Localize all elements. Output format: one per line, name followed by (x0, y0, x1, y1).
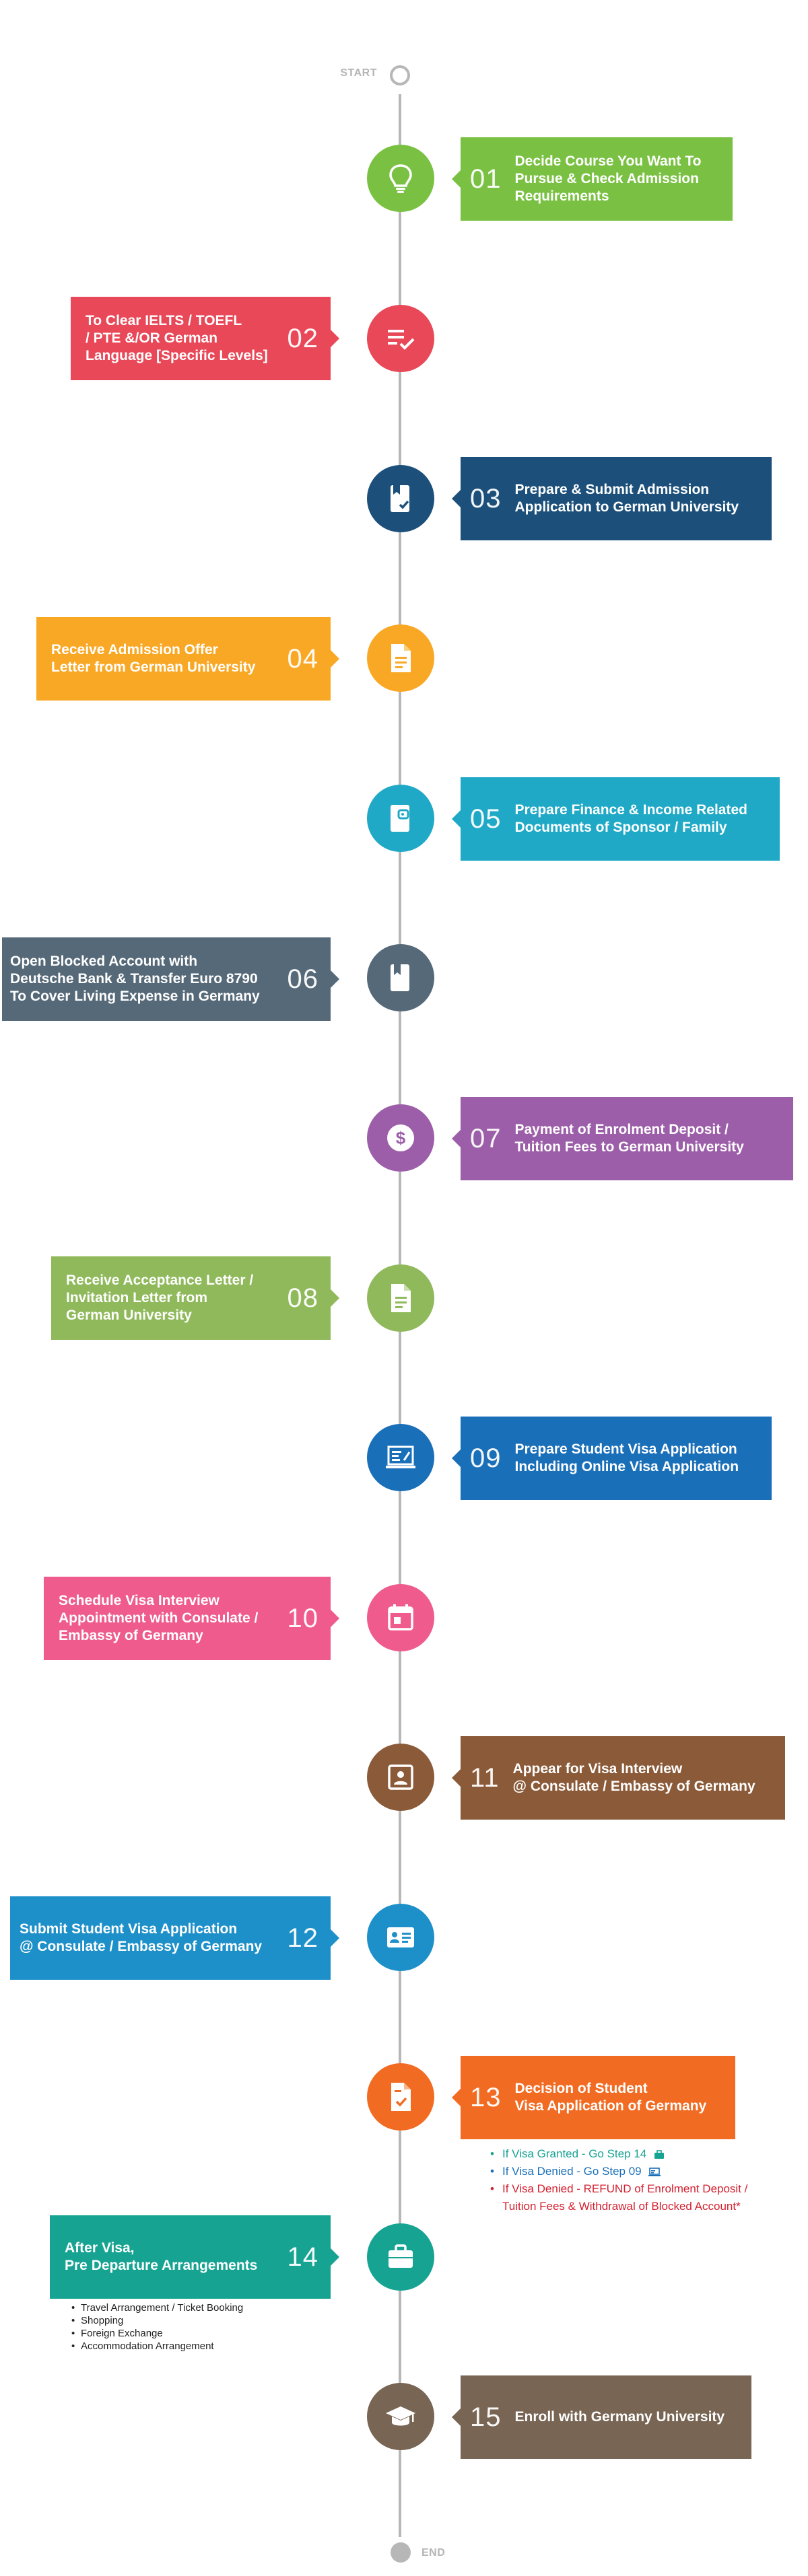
list-item: Accommodation Arrangement (71, 2340, 243, 2353)
start-marker (390, 65, 410, 85)
pre-departure-list: Travel Arrangement / Ticket Booking Shop… (71, 2301, 243, 2353)
step-number: 09 (470, 1443, 502, 1473)
step-number: 11 (470, 1762, 500, 1793)
step-text: Payment of Enrolment Deposit / Tuition F… (514, 1122, 744, 1155)
step-05-box: 05 Prepare Finance & Income Related Docu… (452, 777, 780, 861)
step-05-circle (367, 785, 434, 852)
step-03-box: 03 Prepare & Submit Admission Applicatio… (452, 457, 772, 540)
decision-note-granted: If Visa Granted - Go Step 14 (490, 2145, 747, 2163)
laptop-form-icon (386, 1445, 415, 1468)
portrait-icon (388, 1764, 413, 1790)
end-marker (391, 2542, 411, 2563)
step-number: 12 (287, 1923, 318, 1953)
step-text: Open Blocked Account with Deutsche Bank … (10, 954, 260, 1004)
step-text: Submit Student Visa Application @ Consul… (20, 1921, 263, 1954)
list-item: Travel Arrangement / Ticket Booking (71, 2301, 243, 2314)
step-13-circle (367, 2063, 434, 2131)
step-02-circle (367, 305, 434, 372)
document-icon (391, 644, 411, 672)
note-text-continued: Tuition Fees & Withdrawal of Blocked Acc… (502, 2200, 741, 2213)
step-06-circle (367, 944, 434, 1011)
step-number: 13 (470, 2082, 502, 2112)
briefcase-icon (389, 2244, 413, 2268)
step-number: 03 (470, 483, 502, 513)
letter-document-icon (391, 1284, 411, 1312)
step-02-box: To Clear IELTS / TOEFL / PTE &/OR German… (71, 297, 339, 380)
step-number: 10 (287, 1603, 318, 1633)
checklist-icon (388, 330, 415, 350)
decision-notes: If Visa Granted - Go Step 14 If Visa Den… (490, 2145, 747, 2215)
step-number: 08 (287, 1283, 318, 1313)
step-text: Receive Admission Offer Letter from Germ… (51, 642, 256, 675)
step-number: 14 (287, 2242, 318, 2272)
step-08-box: Receive Acceptance Letter / Invitation L… (51, 1256, 339, 1340)
step-15-box: 15 Enroll with Germany University (452, 2375, 751, 2459)
step-11-box: 11 Appear for Visa Interview @ Consulate… (452, 1736, 785, 1820)
step-number: 02 (287, 323, 318, 353)
dollar-icon: $ (387, 1124, 414, 1151)
step-11-circle (367, 1744, 434, 1811)
step-10-circle (367, 1584, 434, 1651)
step-15-circle (367, 2383, 434, 2450)
step-text: To Clear IELTS / TOEFL / PTE &/OR German… (86, 313, 268, 363)
id-card-icon (387, 1927, 414, 1947)
step-text: Enroll with Germany University (514, 2409, 725, 2425)
step-text: Schedule Visa Interview Appointment with… (59, 1593, 259, 1643)
note-text: If Visa Denied - REFUND of Enrolment Dep… (502, 2182, 748, 2195)
step-text: Decide Course You Want To Pursue & Check… (514, 153, 702, 204)
list-item: Shopping (71, 2314, 243, 2327)
lightbulb-icon (389, 164, 412, 193)
step-14-circle (367, 2223, 434, 2291)
wallet-document-icon (391, 805, 409, 832)
step-13-box: 13 Decision of Student Visa Application … (452, 2056, 735, 2139)
step-14-box: After Visa, Pre Departure Arrangements 1… (50, 2215, 339, 2299)
step-12-circle (367, 1904, 434, 1971)
step-text: After Visa, Pre Departure Arrangements (65, 2240, 258, 2273)
bank-book-icon (391, 964, 409, 991)
step-09-box: 09 Prepare Student Visa Application Incl… (452, 1417, 772, 1500)
list-item: Foreign Exchange (71, 2327, 243, 2340)
step-number: 04 (287, 643, 318, 674)
approved-document-icon (391, 2083, 411, 2111)
calendar-icon (388, 1604, 413, 1631)
briefcase-icon (654, 2149, 664, 2159)
step-08-circle (367, 1264, 434, 1332)
step-03-circle (367, 465, 434, 532)
note-text: If Visa Granted - Go Step 14 (502, 2147, 647, 2160)
decision-note-refund: If Visa Denied - REFUND of Enrolment Dep… (490, 2180, 747, 2215)
step-number: 06 (287, 964, 318, 994)
step-number: 07 (470, 1123, 502, 1153)
end-label: END (422, 2547, 446, 2559)
step-04-circle (367, 624, 434, 692)
step-text: Receive Acceptance Letter / Invitation L… (66, 1273, 254, 1323)
step-06-box: Open Blocked Account with Deutsche Bank … (2, 937, 339, 1021)
step-number: 15 (470, 2402, 502, 2432)
decision-note-denied: If Visa Denied - Go Step 09 (490, 2163, 747, 2180)
step-text: Decision of Student Visa Application of … (514, 2081, 707, 2114)
graduation-cap-icon (386, 2406, 415, 2426)
laptop-form-icon (648, 2167, 661, 2176)
step-01-circle (367, 145, 434, 212)
step-04-box: Receive Admission Offer Letter from Germ… (36, 617, 339, 701)
step-text: Prepare & Submit Admission Application t… (514, 482, 739, 515)
step-text: Prepare Student Visa Application Includi… (514, 1441, 739, 1474)
application-book-icon (391, 485, 409, 512)
step-07-box: 07 Payment of Enrolment Deposit / Tuitio… (452, 1097, 793, 1180)
step-number: 01 (470, 164, 502, 194)
step-number: 05 (470, 803, 502, 834)
step-10-box: Schedule Visa Interview Appointment with… (44, 1577, 339, 1660)
svg-text:$: $ (396, 1128, 406, 1148)
start-label: START (340, 67, 377, 79)
step-12-box: Submit Student Visa Application @ Consul… (10, 1896, 339, 1980)
step-text: Appear for Visa Interview @ Consulate / … (512, 1761, 755, 1794)
step-text: Prepare Finance & Income Related Documen… (514, 802, 747, 835)
note-text: If Visa Denied - Go Step 09 (502, 2165, 642, 2178)
step-07-circle: $ (367, 1104, 434, 1172)
step-09-circle (367, 1424, 434, 1491)
step-01-box: 01 Decide Course You Want To Pursue & Ch… (452, 137, 733, 221)
